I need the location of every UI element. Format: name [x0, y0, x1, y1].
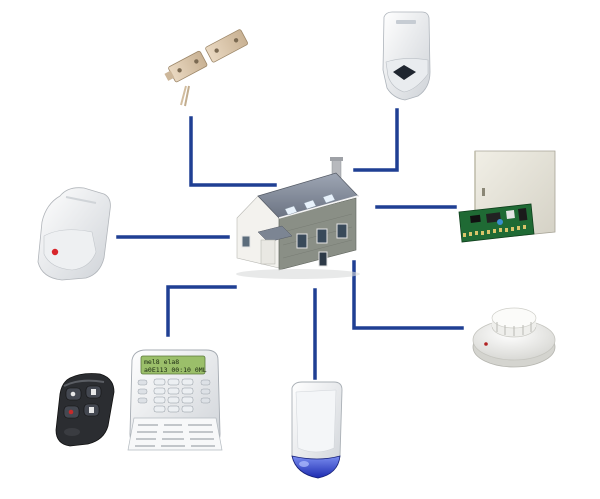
control-panel-enclosure-icon: [459, 151, 555, 242]
door-magnetic-contact-icon: [163, 29, 249, 106]
lcd-line-1: mel8 ela8: [144, 358, 179, 366]
led-indicator-icon: [52, 249, 58, 255]
strobe-lens: [292, 456, 340, 478]
outdoor-siren-icon: [292, 382, 342, 478]
smoke-detector-icon: [473, 308, 555, 367]
wall-motion-detector-icon: [38, 188, 110, 280]
ceiling-motion-detector-icon: [383, 12, 430, 100]
circuit-board-icon: [459, 204, 534, 242]
remote-keyfob-icon: [56, 374, 114, 447]
line-to-door-contact: [191, 118, 275, 185]
line-to-smoke-detector: [354, 262, 462, 328]
house-icon: [236, 157, 360, 279]
lcd-line-2: a0E113 00:10 0ML: [144, 366, 207, 374]
lcd-keypad-icon: mel8 ela8 a0E113 00:10 0ML: [128, 350, 222, 450]
line-to-ceiling-detector: [355, 110, 397, 170]
line-to-keypad: [168, 287, 235, 335]
